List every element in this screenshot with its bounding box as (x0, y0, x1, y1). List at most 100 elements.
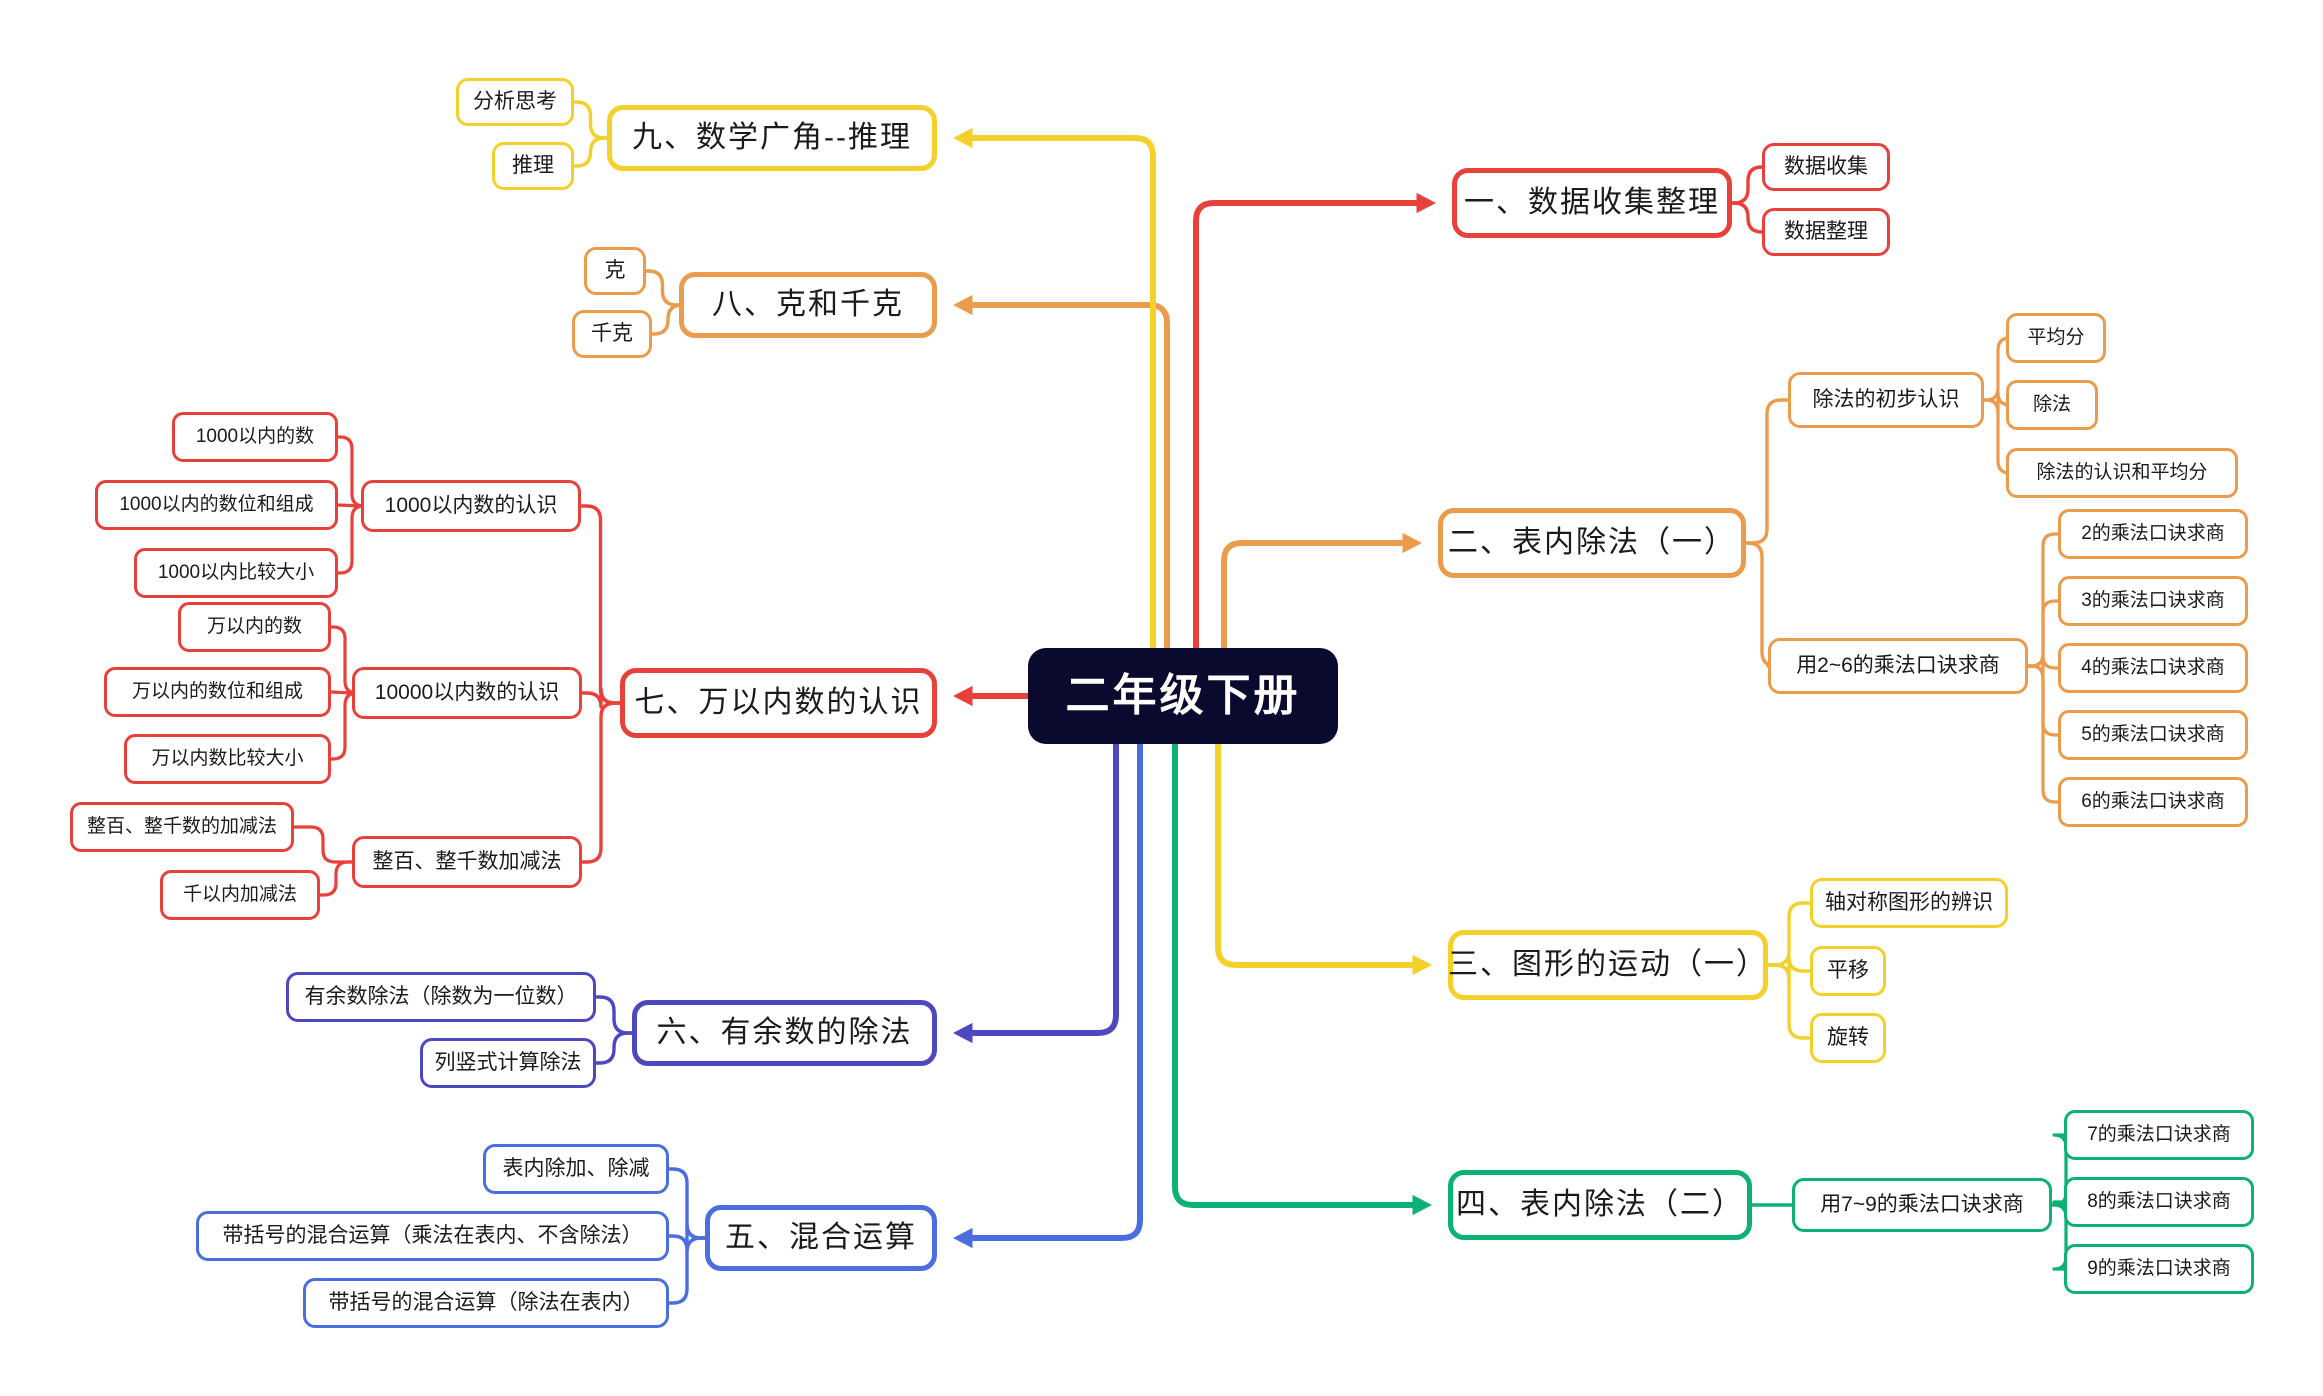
mindmap-node-8-children-0-label[interactable]: 分析思考 (456, 78, 574, 126)
mindmap-node-1-children-0-children-2[interactable]: 除法的认识和平均分 (2006, 448, 2238, 498)
node-label: 三、图形的运动（一） (1448, 947, 1768, 981)
mindmap-node-6-children-1-children-1[interactable]: 万以内的数位和组成 (104, 667, 331, 717)
connector-line (292, 825, 354, 864)
node-label: 带括号的混合运算（除法在表内） (328, 1290, 644, 1314)
mindmap-node-6-children-1-children-2[interactable]: 万以内数比较大小 (124, 734, 331, 784)
mindmap-node-2-label[interactable]: 三、图形的运动（一） (1448, 930, 1768, 1000)
node-label: 千以内加减法 (182, 884, 297, 906)
node-label: 万以内的数 (206, 616, 302, 638)
mindmap-node-6-label[interactable]: 七、万以内数的认识 (620, 668, 937, 738)
mindmap-node-1-children-0-children-1[interactable]: 除法 (2006, 380, 2098, 430)
node-label: 万以内的数位和组成 (131, 681, 303, 703)
mindmap-node-0-label[interactable]: 一、数据收集整理 (1452, 168, 1732, 238)
mindmap-node-3-children-0-children-2[interactable]: 9的乘法口诀求商 (2064, 1244, 2254, 1294)
connector-line (1215, 741, 1417, 968)
connector-line (1744, 398, 1790, 545)
mindmap-node-6-children-0-children-0[interactable]: 1000以内的数 (172, 412, 338, 462)
mindmap-node-6-children-0-children-2[interactable]: 1000以内比较大小 (134, 548, 338, 598)
mindmap-node-3-children-0-children-0[interactable]: 7的乘法口诀求商 (2064, 1110, 2254, 1160)
mindmap-node-1-label[interactable]: 二、表内除法（一） (1438, 508, 1746, 578)
connector-line (572, 100, 609, 140)
mindmap-node-6-children-2-children-1[interactable]: 千以内加减法 (160, 870, 320, 920)
node-label: 2的乘法口诀求商 (2081, 523, 2225, 545)
connector-line (644, 269, 681, 307)
mindmap-node-4-label[interactable]: 五、混合运算 (705, 1205, 937, 1271)
node-label: 1000以内的数位和组成 (119, 494, 314, 516)
node-label: 10000以内数的认识 (374, 680, 560, 704)
connector-arrowhead (953, 127, 973, 149)
node-label: 用7~9的乘法口诀求商 (1820, 1192, 2024, 1216)
node-label: 数据收集 (1784, 154, 1868, 178)
mindmap-node-6-children-1-children-0[interactable]: 万以内的数 (178, 602, 331, 652)
mindmap-node-3-label[interactable]: 四、表内除法（二） (1448, 1170, 1752, 1240)
mindmap-node-6-children-2-label[interactable]: 整百、整千数加减法 (352, 836, 582, 888)
node-label: 九、数学广角--推理 (632, 120, 912, 154)
mindmap-node-3-children-0-label[interactable]: 用7~9的乘法口诀求商 (1792, 1178, 2052, 1232)
mindmap-node-1-children-1-children-1[interactable]: 3的乘法口诀求商 (2058, 576, 2248, 626)
connector-arrowhead (1402, 532, 1422, 554)
node-label: 3的乘法口诀求商 (2081, 590, 2225, 612)
node-label: 平移 (1827, 958, 1869, 982)
connector-line (594, 1031, 634, 1065)
mindmap-node-1-children-1-children-2[interactable]: 4的乘法口诀求商 (2058, 643, 2248, 693)
node-label: 平均分 (2027, 327, 2085, 349)
node-label: 1000以内比较大小 (157, 562, 315, 584)
connector-line (968, 741, 1119, 1036)
node-label: 五、混合运算 (725, 1220, 917, 1254)
node-label: 表内除加、除减 (502, 1156, 650, 1180)
mindmap-node-7-children-1-label[interactable]: 千克 (572, 310, 652, 358)
connector-line (318, 860, 354, 897)
mindmap-node-7-label[interactable]: 八、克和千克 (679, 272, 937, 338)
mindmap-node-0-children-1-label[interactable]: 数据整理 (1762, 208, 1890, 256)
node-label: 带括号的混合运算（乘法在表内、不含除法） (222, 1223, 643, 1247)
mindmap-node-4-children-0-label[interactable]: 表内除加、除减 (483, 1144, 669, 1194)
node-label: 整百、整千数加减法 (372, 849, 562, 873)
node-label: 6的乘法口诀求商 (2081, 791, 2225, 813)
connector-line (667, 1236, 707, 1305)
node-label: 7的乘法口诀求商 (2087, 1124, 2231, 1146)
node-label: 数据整理 (1784, 219, 1868, 243)
node-label: 1000以内数的认识 (384, 493, 558, 517)
node-label: 克 (604, 258, 626, 282)
connector-line (579, 504, 622, 705)
mindmap-node-1-children-1-label[interactable]: 用2~6的乘法口诀求商 (1768, 638, 2028, 694)
mindmap-node-6-children-2-children-0[interactable]: 整百、整千数的加减法 (70, 802, 294, 852)
mindmap-node-7-children-0-label[interactable]: 克 (584, 247, 646, 295)
mindmap-node-1-children-1-children-3[interactable]: 5的乘法口诀求商 (2058, 710, 2248, 760)
mindmap-node-1-children-1-children-0[interactable]: 2的乘法口诀求商 (2058, 509, 2248, 559)
mindmap-node-2-children-0-label[interactable]: 轴对称图形的辨识 (1810, 878, 2008, 928)
node-label: 六、有余数的除法 (656, 1015, 913, 1049)
node-label: 4的乘法口诀求商 (2081, 657, 2225, 679)
mindmap-node-6-children-0-children-1[interactable]: 1000以内的数位和组成 (95, 480, 338, 530)
mindmap-node-2-children-1-label[interactable]: 平移 (1810, 946, 1886, 996)
mindmap-node-5-children-0-label[interactable]: 有余数除法（除数为一位数） (286, 972, 596, 1022)
node-label: 整百、整千数的加减法 (86, 816, 277, 838)
mindmap-node-4-children-1-label[interactable]: 带括号的混合运算（乘法在表内、不含除法） (196, 1211, 669, 1261)
mindmap-node-6-children-1-label[interactable]: 10000以内数的认识 (352, 667, 582, 719)
connector-arrowhead (953, 1227, 973, 1249)
mindmap-node-8-children-1-label[interactable]: 推理 (492, 142, 574, 190)
mindmap-node-1-children-0-label[interactable]: 除法的初步认识 (1788, 372, 1984, 428)
connector-line (1730, 165, 1764, 205)
node-label: 千克 (591, 321, 633, 345)
mindmap-node-1-children-1-children-4[interactable]: 6的乘法口诀求商 (2058, 777, 2248, 827)
node-label: 9的乘法口诀求商 (2087, 1258, 2231, 1280)
connector-line (1193, 200, 1421, 651)
mindmap-node-5-label[interactable]: 六、有余数的除法 (632, 1000, 937, 1066)
connector-line (1982, 398, 2012, 475)
mindmap-node-6-children-0-label[interactable]: 1000以内数的认识 (361, 480, 581, 532)
mindmap-node-4-children-2-label[interactable]: 带括号的混合运算（除法在表内） (303, 1278, 669, 1328)
central-topic[interactable]: 二年级下册 (1028, 648, 1338, 744)
node-label: 8的乘法口诀求商 (2087, 1191, 2231, 1213)
connector-arrowhead (1412, 1194, 1432, 1216)
mindmap-node-1-children-0-children-0[interactable]: 平均分 (2006, 313, 2106, 363)
connector-line (572, 136, 609, 168)
connector-arrowhead (953, 1022, 973, 1044)
mindmap-node-2-children-2-label[interactable]: 旋转 (1810, 1013, 1886, 1063)
mindmap-node-3-children-0-children-1[interactable]: 8的乘法口诀求商 (2064, 1177, 2254, 1227)
mindmap-node-5-children-1-label[interactable]: 列竖式计算除法 (420, 1038, 596, 1088)
mindmap-node-8-label[interactable]: 九、数学广角--推理 (607, 105, 937, 171)
mindmap-node-0-children-0-label[interactable]: 数据收集 (1762, 143, 1890, 191)
connector-arrowhead (953, 685, 973, 707)
